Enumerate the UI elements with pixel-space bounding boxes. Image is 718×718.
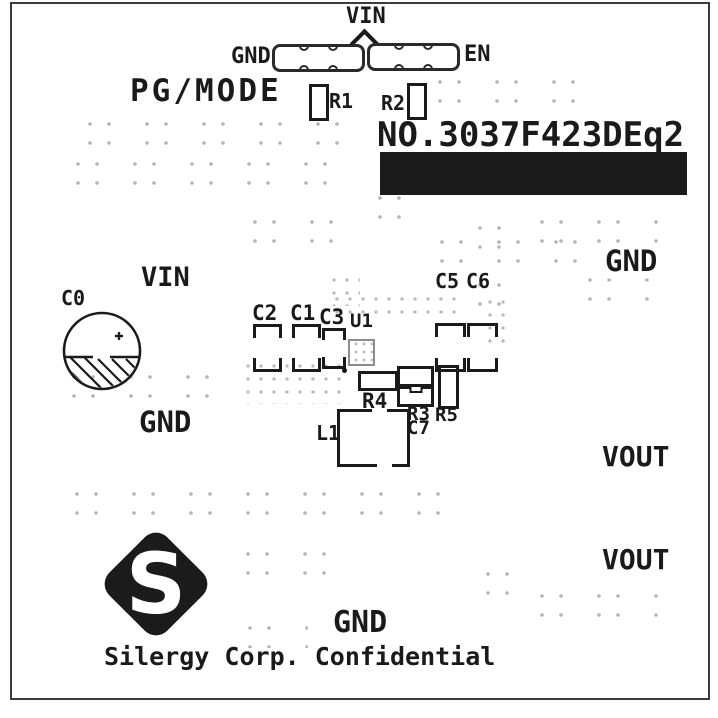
polarity-notch-icon <box>409 387 422 393</box>
pin-notch-icon <box>393 46 404 50</box>
r1-label: R1 <box>329 89 354 113</box>
u1-footprint <box>348 339 375 366</box>
r2-footprint <box>407 83 427 120</box>
pin-notch-icon <box>422 46 433 50</box>
confidential-text: Silergy Corp. Confidential <box>104 642 496 671</box>
gnd-mid-label: GND <box>139 405 192 439</box>
r5-footprint <box>438 365 459 409</box>
pad-bracket <box>435 358 466 372</box>
silergy-logo-icon: S <box>104 532 208 636</box>
r5-label: R5 <box>435 404 458 426</box>
l1-footprint <box>337 408 410 468</box>
c6-footprint <box>467 323 498 372</box>
c3-label: C3 <box>319 305 345 329</box>
pad-bracket <box>253 358 282 372</box>
c0-electrolytic-capacitor-outline <box>62 311 142 391</box>
c5-label: C5 <box>435 269 460 293</box>
ink-bar <box>380 152 687 195</box>
c2-label: C2 <box>252 301 278 325</box>
c1-label: C1 <box>290 301 316 325</box>
c7-label: C7 <box>407 417 430 439</box>
c0-label: C0 <box>61 286 86 310</box>
board-outline <box>10 2 710 700</box>
r1-footprint <box>309 84 329 121</box>
outline-gap <box>377 462 392 468</box>
pin-notch-icon <box>298 65 309 69</box>
c7-footprint <box>397 386 434 407</box>
r3-label: R3 <box>407 403 430 425</box>
pad-bracket <box>292 324 321 338</box>
r4-label: R4 <box>362 389 388 413</box>
pad-bracket <box>322 357 346 369</box>
pad-bracket <box>322 328 346 340</box>
gnd-bottom-label: GND <box>333 605 388 640</box>
pg-mode-label: PG/MODE <box>130 73 282 109</box>
gnd-top-label: GND <box>231 44 271 69</box>
r2-label: R2 <box>381 91 406 115</box>
c6-label: C6 <box>466 269 491 293</box>
c1-footprint <box>292 324 321 372</box>
vin-mid-label: VIN <box>141 262 190 293</box>
logo-letter: S <box>126 535 187 633</box>
c2-footprint <box>253 324 282 372</box>
vin-top-label: VIN <box>346 4 386 29</box>
pin-notch-icon <box>422 64 433 68</box>
part-number: NO.3037F423DEq2 <box>377 115 685 155</box>
pin-notch-icon <box>327 47 338 51</box>
l1-label: L1 <box>316 421 341 445</box>
pin1-marker-icon <box>342 368 347 373</box>
pin-notch-icon <box>393 64 404 68</box>
pin-header-right <box>367 43 460 71</box>
pad-bracket <box>292 358 321 372</box>
c3-footprint <box>322 328 346 369</box>
pad-bracket <box>467 323 498 337</box>
pin-notch-icon <box>298 47 309 51</box>
u1-label: U1 <box>350 310 373 332</box>
c5-footprint <box>435 323 466 372</box>
r4-footprint <box>358 371 398 391</box>
pin-notch-icon <box>327 65 338 69</box>
en-label: EN <box>464 42 491 67</box>
pad-bracket <box>467 358 498 372</box>
outline-gap <box>372 408 387 414</box>
r3-footprint <box>397 366 434 387</box>
pad-bracket <box>435 323 466 337</box>
gnd-right-label: GND <box>605 244 658 278</box>
pad-bracket <box>253 324 282 338</box>
vout-upper-label: VOUT <box>602 440 670 473</box>
pin-header-left <box>272 44 365 72</box>
vout-lower-label: VOUT <box>602 543 670 576</box>
